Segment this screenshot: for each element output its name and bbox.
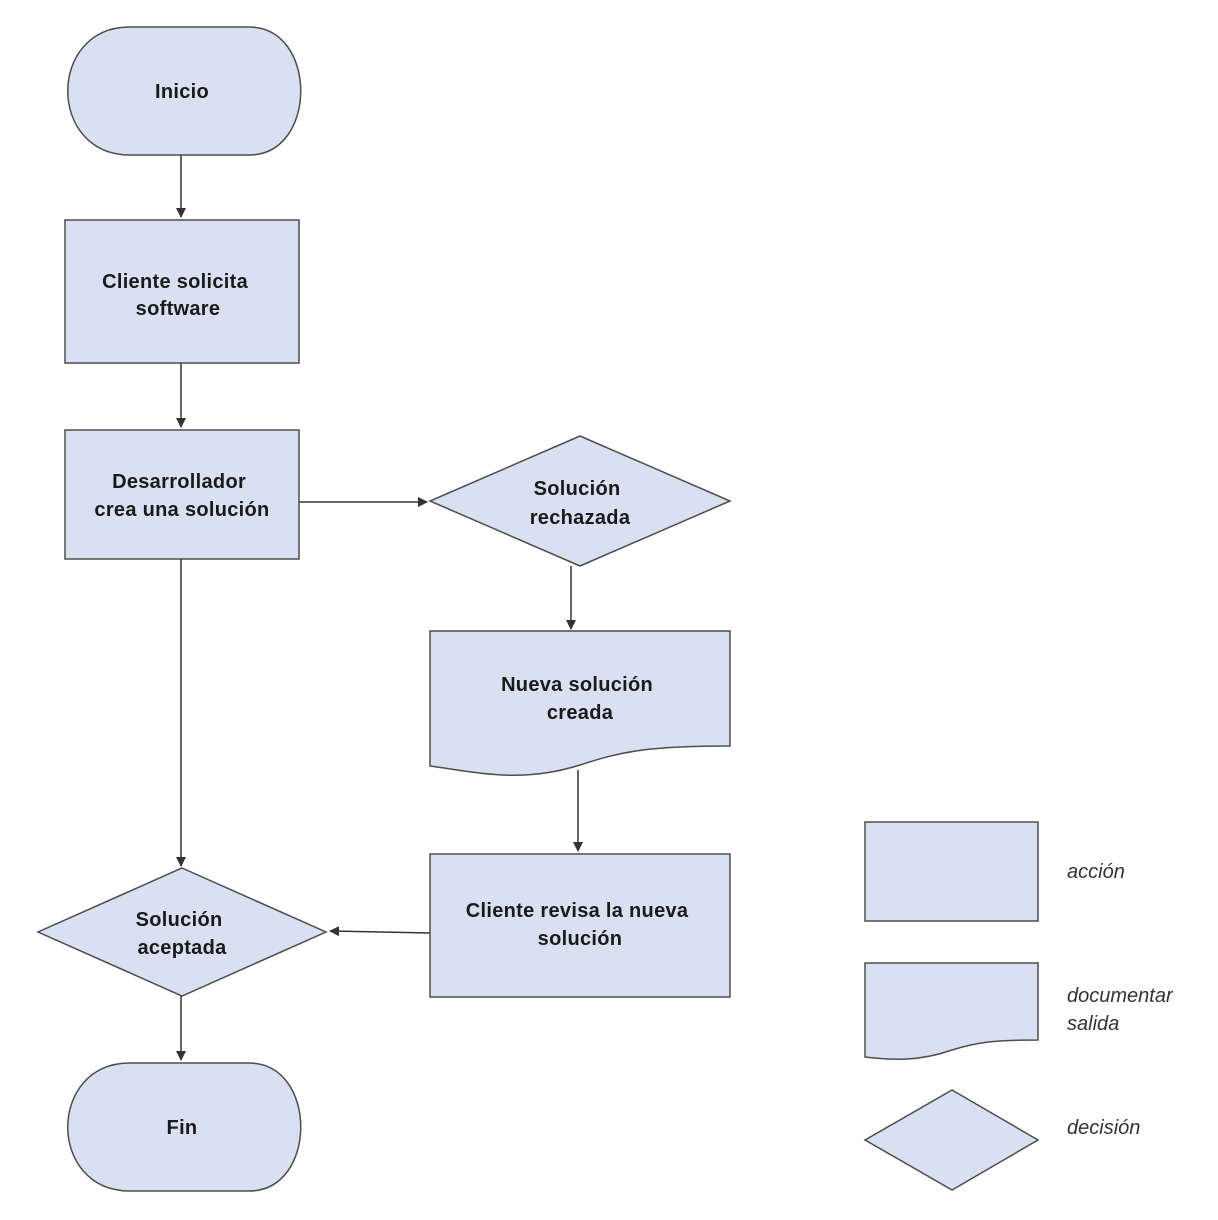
- node-cliente-revisa: Cliente revisa la nueva solución: [429, 853, 731, 998]
- document-shape: [429, 630, 731, 777]
- decision-shape: [36, 867, 328, 997]
- legend-document-shape: [864, 962, 1039, 1061]
- edge-cliente-revisa-to-solucion-aceptada: [329, 926, 431, 937]
- node-solucion-rechazada: Solución rechazada: [428, 435, 732, 567]
- node-fin: Fin: [67, 1062, 302, 1192]
- node-desarrollador-line-1: Desarrollador: [112, 471, 246, 493]
- legend-accion-line-1: acción: [1067, 861, 1125, 883]
- node-cliente-revisa-label: Cliente revisa la nueva solución: [466, 900, 694, 950]
- legend-decision-shape: [863, 1089, 1040, 1191]
- node-nueva-solucion-line-1: Nueva solución: [501, 674, 653, 696]
- decision-shape: [428, 435, 732, 567]
- process-shape: [64, 429, 300, 560]
- legend-item-accion: acción: [864, 821, 1125, 922]
- node-solucion-aceptada-label: Solución aceptada: [136, 909, 229, 959]
- node-fin-label: Fin: [167, 1117, 198, 1139]
- node-cliente-solicita-label: Cliente solicita software: [102, 271, 254, 320]
- node-solucion-aceptada-line-2: aceptada: [137, 937, 227, 959]
- node-desarrollador-line-2: crea una solución: [94, 499, 269, 521]
- node-solucion-rechazada-line-1: Solución: [534, 478, 621, 500]
- process-shape: [429, 853, 731, 998]
- node-solucion-rechazada-line-2: rechazada: [530, 507, 631, 529]
- node-solucion-aceptada-line-1: Solución: [136, 909, 223, 931]
- terminator-shape: [67, 1062, 302, 1192]
- node-nueva-solucion-label: Nueva solución creada: [501, 674, 659, 724]
- node-cliente-revisa-line-2: solución: [538, 928, 623, 950]
- legend-accion-label: acción: [1067, 861, 1125, 883]
- node-solucion-aceptada: Solución aceptada: [36, 867, 328, 997]
- node-nueva-solucion-line-2: creada: [547, 702, 614, 724]
- node-desarrollador: Desarrollador crea una solución: [64, 429, 300, 560]
- node-inicio-line-1: Inicio: [155, 81, 209, 103]
- legend-documentar-line-1: documentar: [1067, 985, 1174, 1007]
- legend-decision-line-1: decisión: [1067, 1117, 1140, 1139]
- node-cliente-solicita-line-2: software: [136, 298, 221, 320]
- terminator-shape: [67, 26, 302, 156]
- node-cliente-solicita: Cliente solicita software: [64, 219, 300, 364]
- legend-item-documentar: documentar salida: [864, 962, 1178, 1061]
- process-shape: [64, 219, 300, 364]
- legend-item-decision: decisión: [863, 1089, 1140, 1191]
- legend: acción documentar salida decisión: [863, 821, 1178, 1191]
- edges: [176, 155, 583, 1061]
- legend-process-shape: [864, 821, 1039, 922]
- legend-documentar-line-2: salida: [1067, 1013, 1119, 1035]
- legend-documentar-label: documentar salida: [1067, 985, 1178, 1035]
- legend-decision-label: decisión: [1067, 1117, 1140, 1139]
- node-fin-line-1: Fin: [167, 1117, 198, 1139]
- node-cliente-solicita-line-1: Cliente solicita: [102, 271, 249, 293]
- node-nueva-solucion: Nueva solución creada: [429, 630, 731, 777]
- node-cliente-revisa-line-1: Cliente revisa la nueva: [466, 900, 689, 922]
- node-desarrollador-label: Desarrollador crea una solución: [94, 471, 269, 521]
- node-inicio-label: Inicio: [155, 81, 209, 103]
- node-inicio: Inicio: [67, 26, 302, 156]
- node-solucion-rechazada-label: Solución rechazada: [530, 478, 631, 529]
